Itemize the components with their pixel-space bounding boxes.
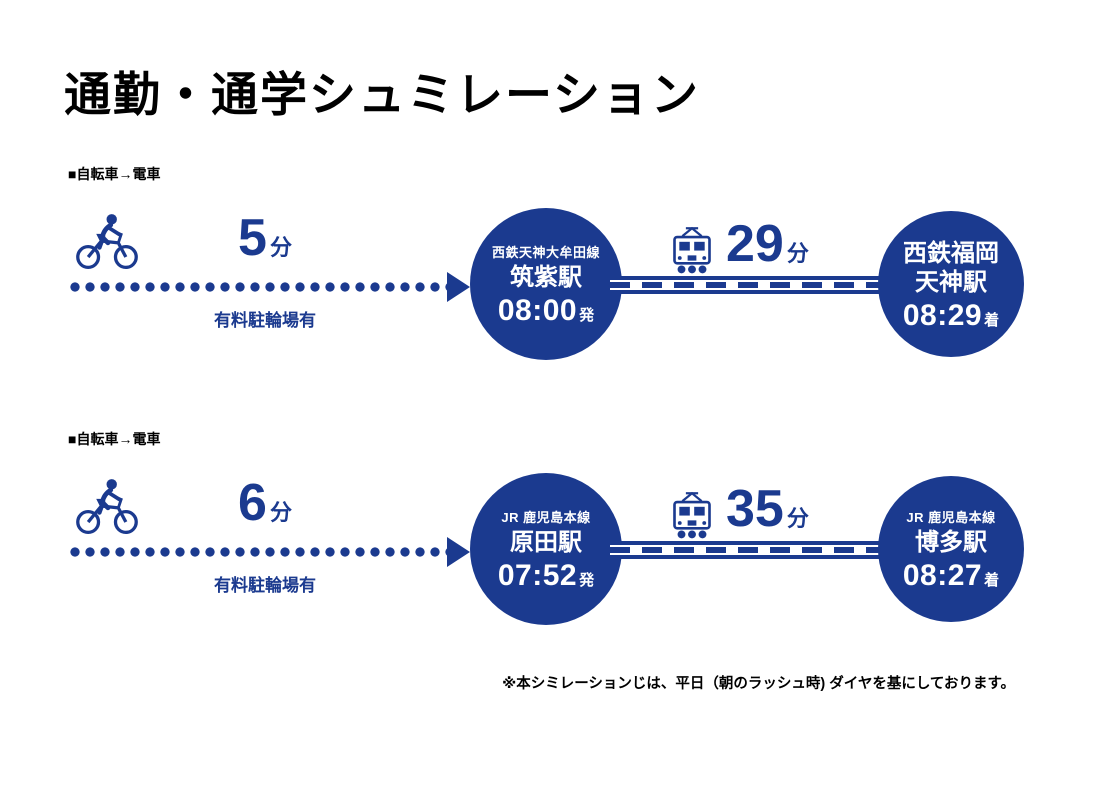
bike-route-dotted-line <box>70 281 448 293</box>
departure-time-value: 08:00 <box>497 293 578 327</box>
arrival-time-suffix: 着 <box>984 311 1000 329</box>
arrival-time-value: 08:29 <box>902 298 983 332</box>
arrival-station-line1: 西鉄福岡 <box>903 240 999 268</box>
arrival-station-name: 西鉄福岡 天神駅 <box>903 240 999 298</box>
bike-parking-note: 有料駐輪場有 <box>214 576 316 595</box>
departure-time-suffix: 発 <box>579 571 595 589</box>
arrival-station-line2: 天神駅 <box>915 269 987 296</box>
railway-track-line <box>610 541 890 559</box>
train-duration-unit: 分 <box>786 241 809 266</box>
departure-station-name: 原田駅 <box>510 529 582 557</box>
train-icon <box>664 489 720 543</box>
departure-line-name: JR 鹿児島本線 <box>501 510 591 526</box>
bike-parking-note: 有料駐輪場有 <box>214 311 316 330</box>
train-duration-value: 35 <box>726 480 784 538</box>
bike-duration-value: 5 <box>238 209 267 267</box>
train-icon <box>664 224 720 278</box>
arrival-station-name: 博多駅 <box>915 529 987 558</box>
bike-duration-unit: 分 <box>269 500 292 525</box>
bike-route-dotted-line <box>70 546 448 558</box>
arrival-station-line1: 博多駅 <box>915 529 987 557</box>
arrival-time-value: 08:27 <box>902 558 983 592</box>
route-arrowhead-icon <box>447 537 470 567</box>
departure-time-suffix: 発 <box>579 306 595 324</box>
bike-duration-value: 6 <box>238 474 267 532</box>
section-label: ■自転車→電車 <box>68 431 161 447</box>
page-title: 通勤・通学シュミレーション <box>64 68 701 121</box>
route-arrowhead-icon <box>447 272 470 302</box>
disclaimer-note: ※本シミレーションじは、平日（朝のラッシュ時) ダイヤを基にしております。 <box>502 676 1015 692</box>
railway-track-line <box>610 276 890 294</box>
arrival-time-suffix: 着 <box>984 571 1000 589</box>
departure-station-name: 筑紫駅 <box>510 264 582 292</box>
departure-time-value: 07:52 <box>497 558 578 592</box>
train-duration-unit: 分 <box>786 506 809 531</box>
train-duration-value: 29 <box>726 215 784 273</box>
bike-duration-unit: 分 <box>269 235 292 260</box>
section-label: ■自転車→電車 <box>68 166 161 182</box>
arrival-line-name: JR 鹿児島本線 <box>906 510 996 526</box>
departure-line-name: 西鉄天神大牟田線 <box>491 245 600 261</box>
bicycle-icon <box>74 475 140 537</box>
bicycle-icon <box>74 210 140 272</box>
